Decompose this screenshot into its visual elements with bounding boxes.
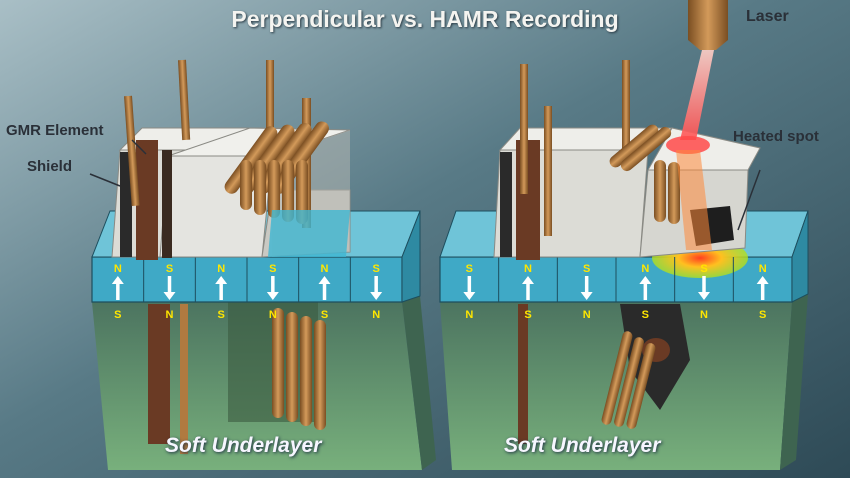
left-media-side <box>401 210 421 303</box>
laser-beam <box>680 50 714 140</box>
laser-entry-spot <box>666 136 710 154</box>
heated-spot-label: Heated spot <box>733 128 819 145</box>
arrow-up-icon <box>111 276 124 300</box>
right-bit-top-pole: S <box>583 263 590 275</box>
left-bit-bottom-pole: S <box>114 309 121 321</box>
left-bit-cell: SN <box>349 257 383 321</box>
arrow-down-icon <box>266 276 279 300</box>
right-lower-pole <box>518 304 528 444</box>
arrow-up-icon <box>522 276 534 300</box>
right-bit-cell: NS <box>615 257 652 321</box>
left-lead-2 <box>178 59 191 141</box>
right-bit-bottom-pole: S <box>524 309 531 321</box>
left-bit-bottom-pole: N <box>372 309 380 321</box>
left-bit-bottom-pole: N <box>269 309 277 321</box>
laser-emitter <box>688 0 728 50</box>
right-shield <box>500 152 512 257</box>
right-bit-bottom-pole: N <box>700 309 708 321</box>
right-lead-2 <box>544 106 552 236</box>
laser-path-inside-head <box>676 150 712 250</box>
left-gmr-element <box>136 140 158 260</box>
left-shield <box>120 152 132 257</box>
soft-underlayer-left-label: Soft Underlayer <box>165 434 322 457</box>
right-lead-1 <box>520 64 528 194</box>
left-bit-top-pole: N <box>217 263 225 275</box>
arrow-down-icon <box>163 276 176 300</box>
right-bit-cell: SN <box>556 257 593 321</box>
shield-pointer <box>89 173 121 187</box>
right-bit-cell: SN <box>674 257 710 321</box>
left-bit-top-pole: S <box>269 263 276 275</box>
arrow-down-icon <box>580 276 593 300</box>
arrow-up-icon <box>756 276 769 300</box>
left-bit-cell: NS <box>194 257 228 321</box>
left-bit-bottom-pole: N <box>166 309 174 321</box>
gmr-element-label: GMR Element <box>6 122 104 139</box>
left-bit-top-pole: S <box>166 263 173 275</box>
right-lower-coil <box>601 331 656 429</box>
right-bit-cell: SN <box>463 263 476 321</box>
left-lower-pole <box>148 304 170 444</box>
shield-label: Shield <box>27 158 73 175</box>
left-bit-cell: SN <box>246 257 279 321</box>
right-media-side <box>791 210 809 303</box>
right-lead-3 <box>622 60 630 150</box>
right-bit-top-pole: S <box>466 263 473 275</box>
right-bit-bottom-pole: N <box>465 309 473 321</box>
left-lower-coil <box>272 308 326 430</box>
arrow-up-icon <box>215 276 228 300</box>
left-shield-inner <box>162 150 172 258</box>
arrow-down-icon <box>370 276 383 300</box>
right-underlayer-side <box>780 294 808 470</box>
arrow-up-icon <box>318 276 331 300</box>
left-bit-bottom-pole: S <box>217 309 224 321</box>
left-lead-1 <box>124 95 140 207</box>
right-bit-top-pole: S <box>700 263 707 275</box>
left-bit-bottom-pole: S <box>321 309 328 321</box>
left-bit-cell: NS <box>111 263 124 321</box>
arrow-down-icon <box>463 276 476 300</box>
gmr-pointer <box>131 139 147 155</box>
left-main-pole <box>268 210 350 257</box>
left-underlayer-side <box>402 296 436 470</box>
right-bit-cell: NS <box>498 257 534 321</box>
right-bit-bottom-pole: N <box>583 309 591 321</box>
right-bit-top-pole: N <box>641 263 649 275</box>
right-bit-top-pole: N <box>759 263 767 275</box>
laser-label: Laser <box>746 8 789 25</box>
right-bit-bottom-pole: S <box>642 309 649 321</box>
left-bit-top-pole: N <box>321 263 329 275</box>
diagram-title: Perpendicular vs. HAMR Recording <box>231 6 619 32</box>
right-bit-cell: NS <box>732 257 769 321</box>
arrow-down-icon <box>698 276 710 300</box>
left-lead-3 <box>266 60 274 150</box>
right-upper-coil <box>609 124 680 224</box>
left-bit-cell: NS <box>298 257 331 321</box>
left-bit-cell: SN <box>143 257 176 321</box>
heated-spot-pointer <box>737 169 761 231</box>
soft-underlayer-right-label: Soft Underlayer <box>504 434 661 457</box>
left-lower-wire <box>180 304 188 454</box>
left-bit-top-pole: N <box>114 263 122 275</box>
left-upper-coil <box>224 121 329 224</box>
right-bit-bottom-pole: S <box>759 309 766 321</box>
right-bit-top-pole: N <box>524 263 532 275</box>
left-bit-top-pole: S <box>372 263 379 275</box>
arrow-up-icon <box>639 276 652 300</box>
